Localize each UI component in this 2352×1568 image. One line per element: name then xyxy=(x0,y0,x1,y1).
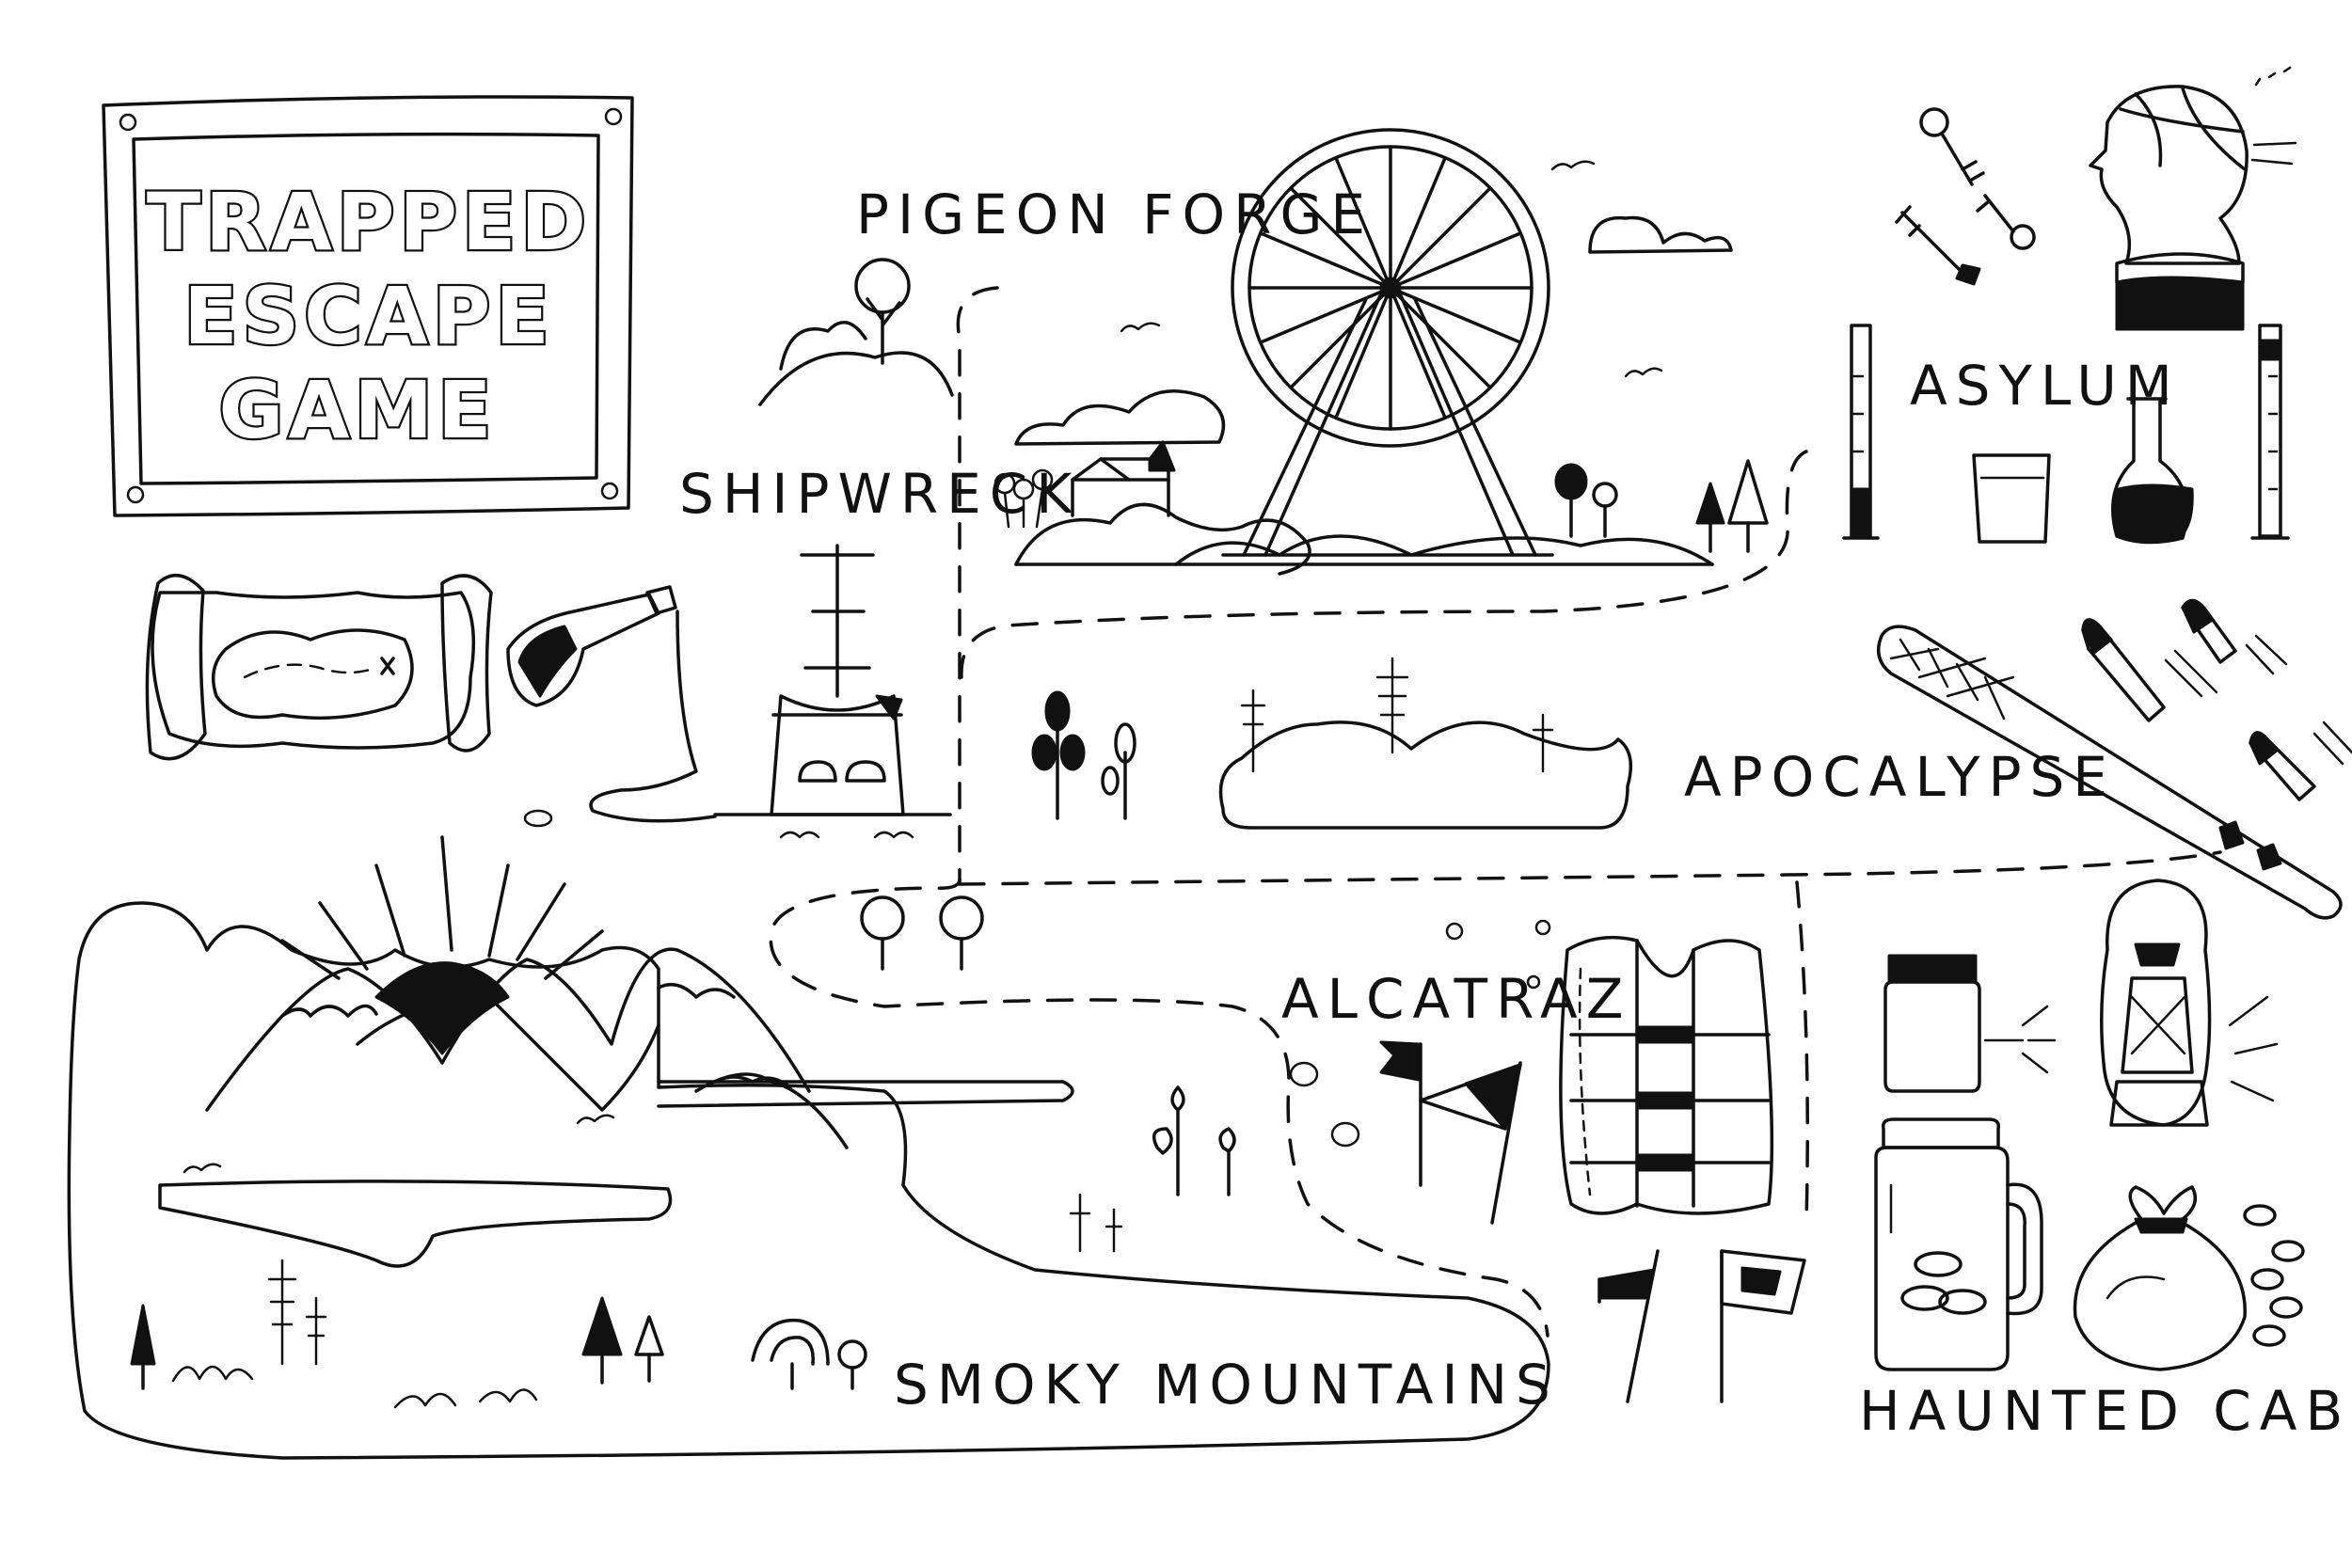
haunted-cabin-area: HAUNTED CABIN xyxy=(1859,879,2352,1443)
label-haunted-cabin: HAUNTED CABIN xyxy=(1859,1379,2352,1443)
smoky-mountains-area: SMOKY MOUNTAINS xyxy=(67,835,1559,1460)
bottle-icon xyxy=(506,585,677,707)
apocalypse-area: APOCALYPSE xyxy=(1684,598,2352,920)
bird-icon xyxy=(1624,367,1663,378)
house-icon xyxy=(1071,440,1176,517)
flag-icon xyxy=(1419,1061,1522,1225)
label-apocalypse: APOCALYPSE xyxy=(1684,745,2116,809)
life-vest-icon xyxy=(1559,935,1774,1215)
label-smoky-mountains: SMOKY MOUNTAINS xyxy=(894,1353,1559,1417)
test-tube-icon xyxy=(1842,324,1880,540)
mason-jar-icon xyxy=(1874,1117,2043,1371)
shipwreck-area: SHIPWRECK xyxy=(145,462,1080,839)
bullet-icon xyxy=(2181,598,2288,675)
label-asylum: ASYLUM xyxy=(1910,354,2181,418)
money-bag-icon xyxy=(2073,1185,2247,1371)
baseball-bat-icon xyxy=(1876,625,2343,920)
bullet-icon xyxy=(2081,618,2218,722)
dashed-route xyxy=(769,286,2222,1338)
tree-icon xyxy=(130,1304,156,1366)
bird-icon xyxy=(1550,160,1596,171)
keys-icon xyxy=(1895,107,2036,286)
lantern-icon xyxy=(2100,879,2279,1127)
flask-icon xyxy=(2110,397,2194,545)
jar-icon xyxy=(1883,954,2057,1093)
title-sign: TRAPPED ESCAPE GAME xyxy=(102,95,634,517)
label-shipwreck: SHIPWRECK xyxy=(679,462,1080,526)
title-line-3: GAME xyxy=(219,364,497,456)
asylum-area: ASYLUM xyxy=(1842,66,2297,545)
title-line-2: ESCAPE xyxy=(183,270,553,362)
mountain-icon xyxy=(205,947,811,1112)
alcatraz-area: ALCATRAZ xyxy=(1281,919,1806,1403)
beaker-icon xyxy=(1972,453,2051,544)
flag-icon xyxy=(1379,1040,1422,1187)
flag-icon xyxy=(1597,1249,1660,1403)
middle-forest xyxy=(1031,657,1633,830)
bullet-icon xyxy=(2249,721,2352,801)
ship-icon xyxy=(770,544,905,816)
ferris-wheel-icon xyxy=(1221,128,1554,557)
cloud-icon xyxy=(1014,389,1226,446)
title-line-1: TRAPPED xyxy=(147,176,591,268)
flag-icon xyxy=(1720,1249,1806,1403)
treasure-map-icon xyxy=(145,574,493,761)
tree-icon xyxy=(854,258,911,314)
bird-icon xyxy=(1120,322,1161,333)
phrenology-head-icon xyxy=(2089,66,2297,331)
cloud-icon xyxy=(1588,215,1733,254)
label-pigeon-forge: PIGEON FORGE xyxy=(856,182,1374,246)
coin-icon xyxy=(2243,1204,2305,1347)
test-tube-icon xyxy=(2250,324,2290,540)
pigeon-forge-area: PIGEON FORGE xyxy=(758,128,1769,576)
